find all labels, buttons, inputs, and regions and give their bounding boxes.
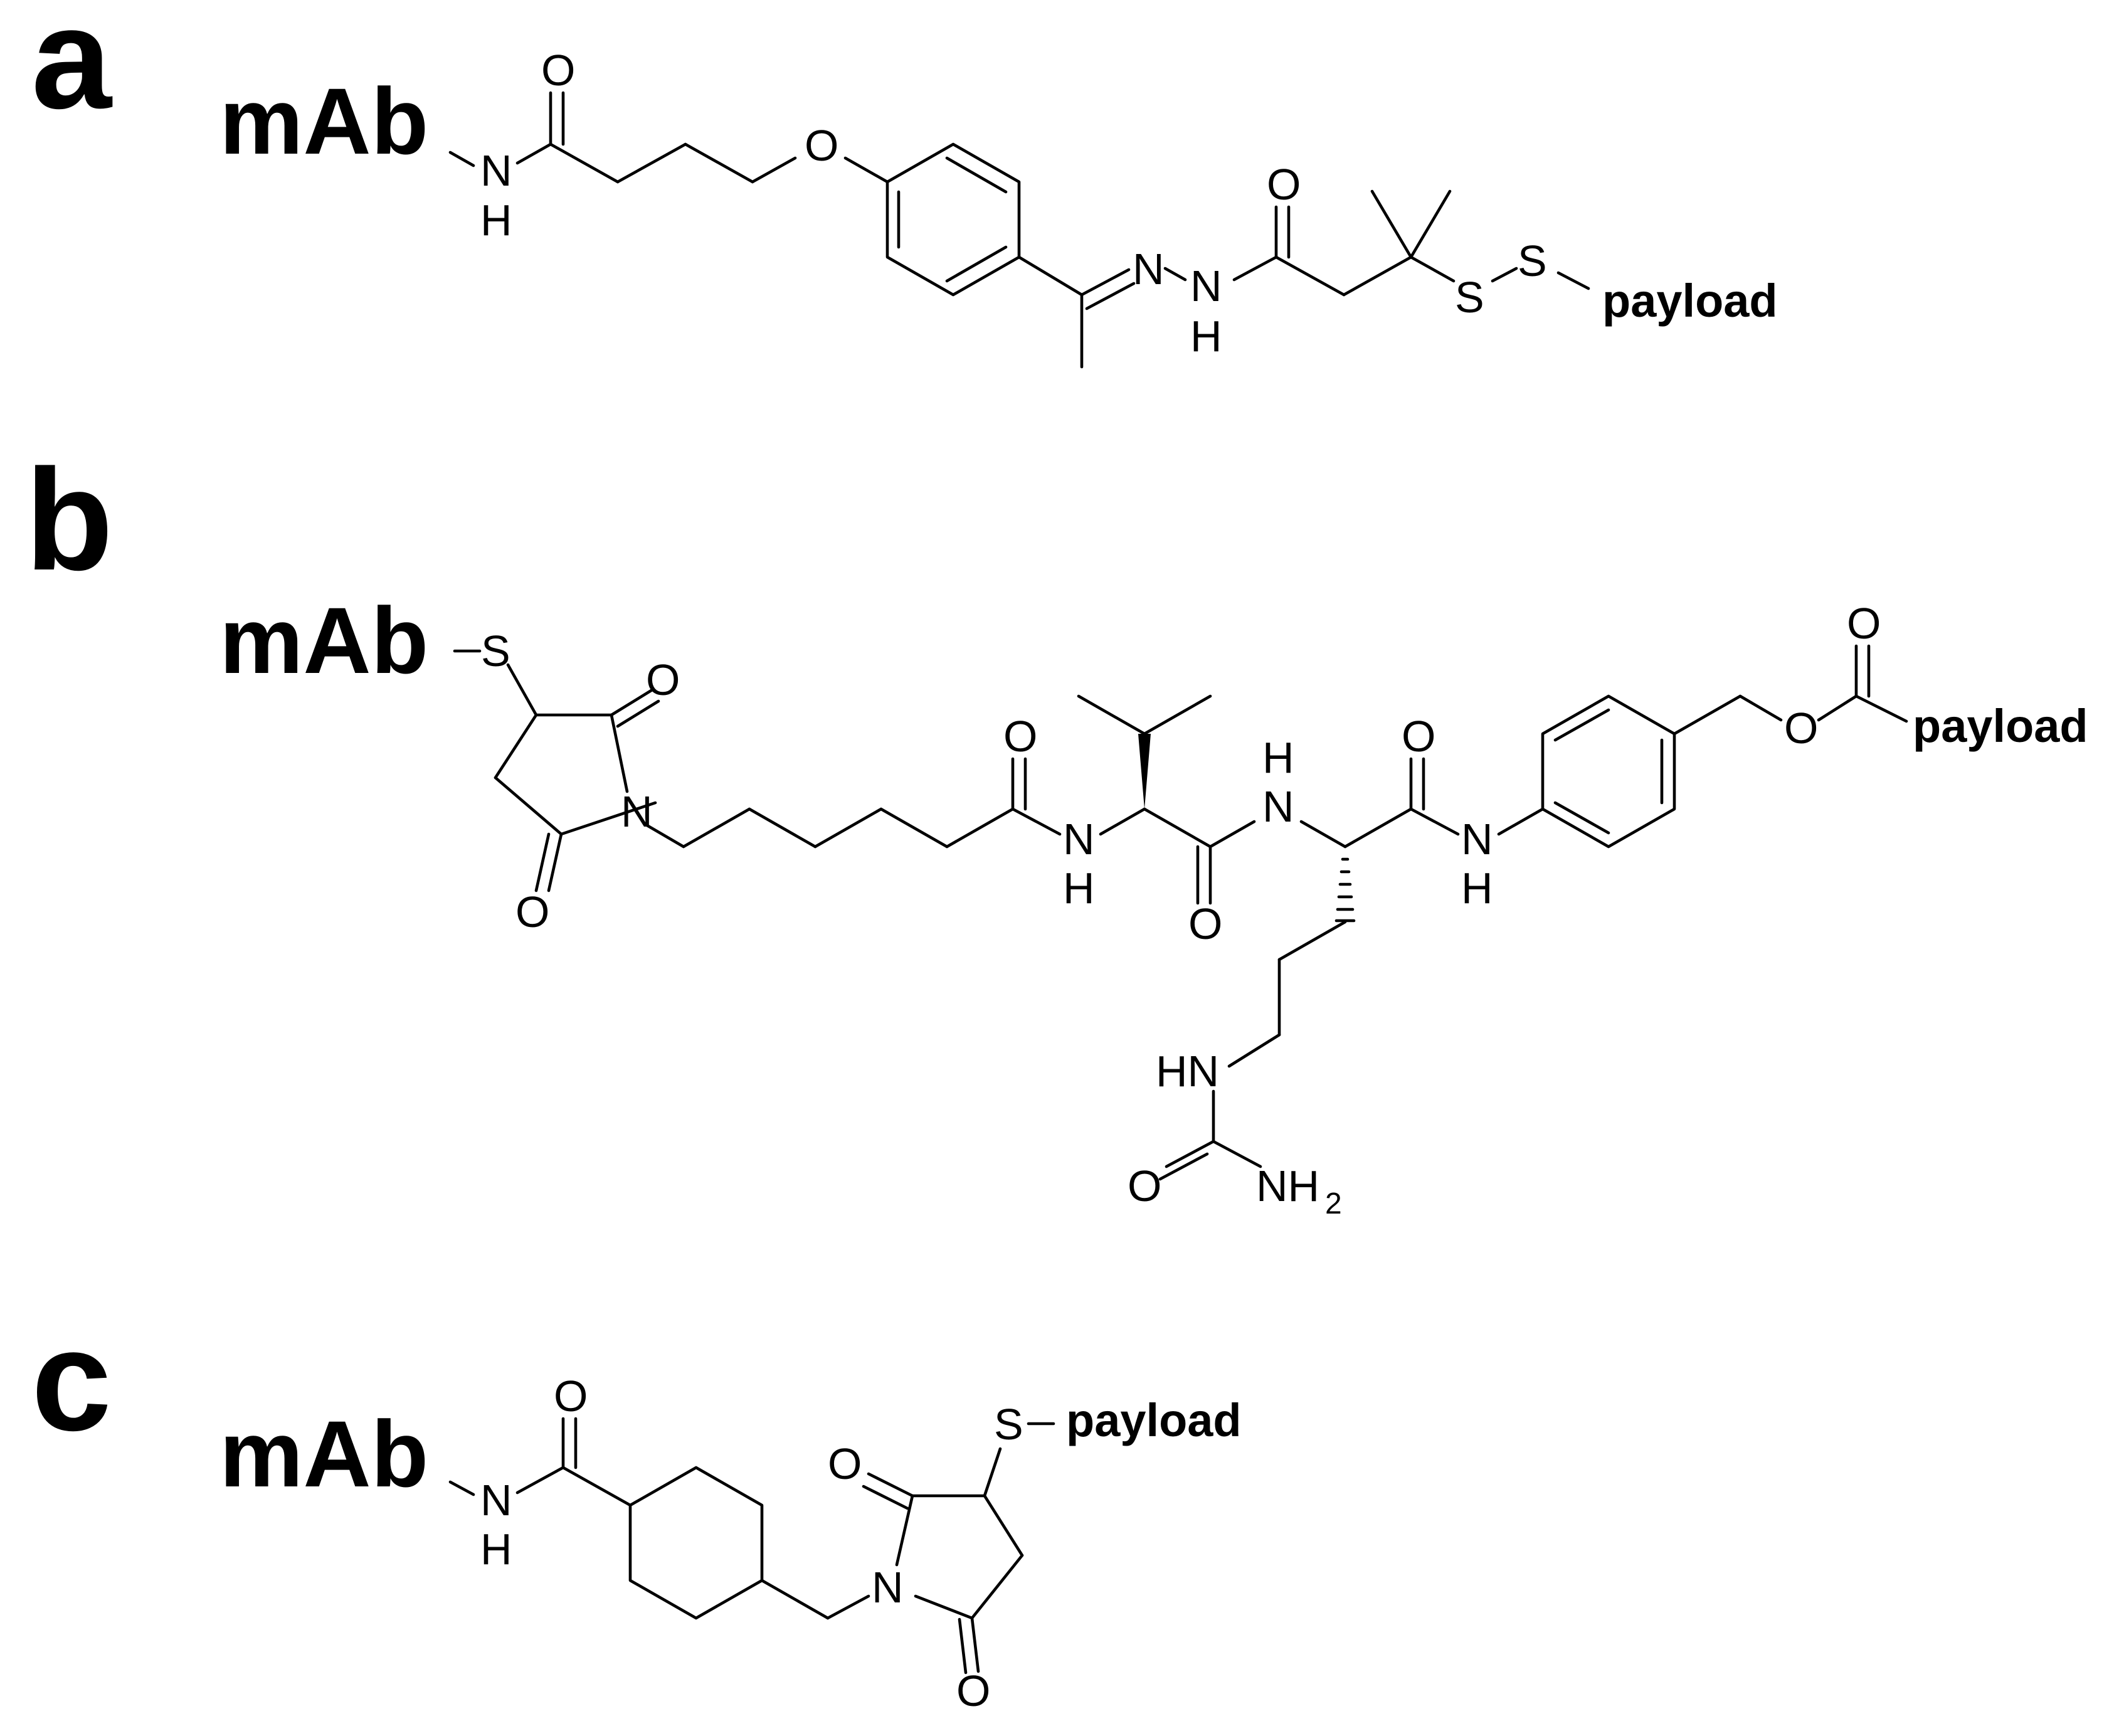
oxygen-atom: O [1003,712,1037,761]
nitrogen-atom: N [1262,782,1294,831]
nitrogen-atom: N [1133,245,1165,294]
hydrogen-atom: H [1190,312,1222,361]
sulfur-atom: S [1455,273,1484,322]
nitrogen-atom: N [480,1476,512,1525]
nitrogen-atom: N [1063,815,1095,864]
oxygen-atom: O [805,121,838,170]
hydrogen-atom: H [480,1525,512,1574]
hn-group: HN [1156,1047,1219,1096]
oxygen-atom: O [541,46,575,95]
panel-label-b: b [25,439,114,600]
sulfur-atom: S [994,1400,1023,1449]
oxygen-atom: O [956,1666,990,1715]
sulfur-atom: S [1518,236,1547,285]
oxygen-atom: O [1784,704,1818,753]
hydrogen-atom: H [1262,733,1294,782]
nitrogen-atom: N [1461,815,1493,864]
payload-label-b: payload [1913,700,2088,752]
oxygen-atom: O [554,1372,588,1421]
atom-labels-a: O N H O N N H O S S [480,46,1547,361]
linker-bonds-a [448,91,1590,369]
sulfur-atom: S [481,627,510,675]
antibody-label-b: mAb [219,588,428,693]
panel-c: c mAb [31,1299,1242,1715]
hashed-bond [1334,857,1356,923]
oxygen-atom: O [828,1439,862,1488]
panel-label-a: a [31,0,113,139]
oxygen-atom: O [1402,712,1435,761]
panel-b: b mAb [25,439,2088,1220]
nitrogen-atom: N [621,787,653,836]
panel-label-c: c [31,1299,112,1461]
hydrogen-atom: H [1063,864,1095,913]
payload-label-c: payload [1066,1394,1242,1446]
atom-labels-b: S O N O O N H O H N O N H O O HN O NH 2 [481,599,1881,1220]
nh2-group: NH [1256,1162,1319,1210]
panel-a: a mAb [31,0,1778,369]
hydrogen-atom: H [1461,864,1493,913]
oxygen-atom: O [515,887,549,936]
oxygen-atom: O [1847,599,1881,648]
nitrogen-atom: N [872,1563,904,1612]
linker-bonds-b [453,644,1908,1181]
oxygen-atom: O [1188,899,1222,948]
oxygen-atom: O [1267,160,1301,209]
linker-bonds-c [448,1417,1055,1675]
antibody-label-c: mAb [219,1401,428,1506]
subscript-2: 2 [1325,1187,1342,1220]
nitrogen-atom: N [480,146,512,195]
payload-label-a: payload [1602,275,1778,327]
oxygen-atom: O [1128,1162,1161,1210]
nitrogen-atom: N [1190,262,1222,310]
atom-labels-c: O N H O N O S [480,1372,1023,1715]
oxygen-atom: O [646,655,680,704]
hydrogen-atom: H [480,196,512,245]
antibody-label-a: mAb [219,68,428,174]
